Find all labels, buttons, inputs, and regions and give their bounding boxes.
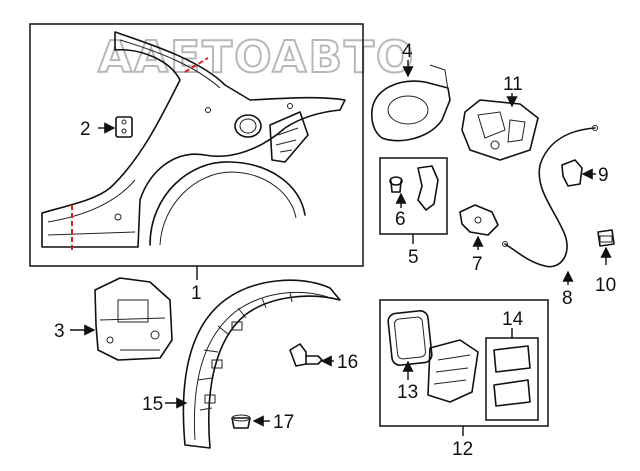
watermark-text: AAETOABTO	[98, 32, 415, 83]
callout-7: 7	[472, 254, 483, 275]
callout-2: 2	[80, 119, 91, 140]
inner-panel-part-3	[94, 277, 173, 361]
bracket-part-2	[115, 116, 133, 138]
cable-part-8	[502, 125, 598, 268]
callout-17: 17	[273, 412, 294, 433]
gasket-part-13	[387, 310, 433, 366]
callout-13: 13	[397, 382, 418, 403]
callout-8: 8	[562, 288, 573, 309]
callout-4: 4	[402, 41, 413, 62]
group-box-12	[379, 299, 549, 427]
quarter-panel-outer	[41, 31, 346, 250]
clip-part-16	[289, 343, 323, 367]
callout-16: 16	[337, 352, 358, 373]
clip-part-9	[561, 159, 583, 187]
callout-6: 6	[395, 209, 406, 230]
callout-9: 9	[598, 165, 609, 186]
callout-5: 5	[408, 247, 419, 268]
hinge-part-6	[389, 165, 439, 211]
callout-1: 1	[191, 283, 202, 304]
grommet-part-10	[597, 229, 615, 247]
callout-14: 14	[502, 309, 524, 330]
pads-part-14	[493, 345, 531, 407]
filler-base-part	[427, 339, 479, 403]
cut-line-upper	[184, 57, 209, 73]
latch-part-7	[459, 204, 499, 236]
wheel-liner-part-15	[182, 279, 341, 449]
callout-12: 12	[452, 439, 473, 460]
callout-11: 11	[503, 74, 523, 95]
group-box-5	[379, 157, 448, 235]
actuator-part-11	[461, 99, 539, 161]
nut-part-17	[231, 414, 251, 429]
fuel-door-housing-part-4	[371, 64, 451, 142]
callout-3: 3	[54, 321, 65, 342]
callout-15: 15	[142, 394, 163, 415]
callout-10: 10	[595, 275, 616, 296]
